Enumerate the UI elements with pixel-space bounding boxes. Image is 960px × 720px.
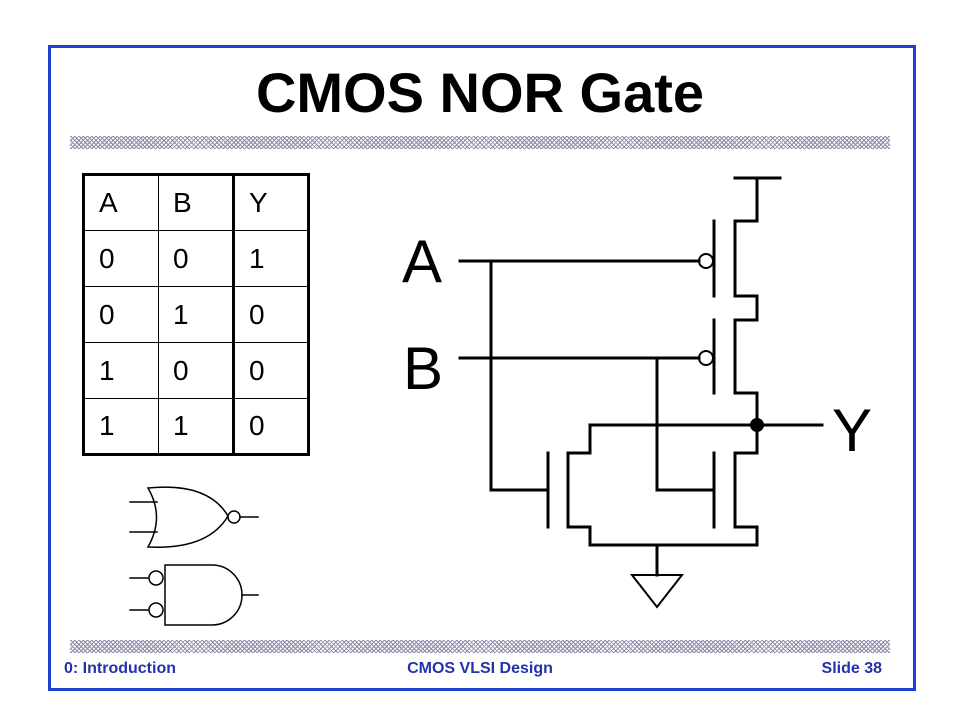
ground-symbol [629, 574, 685, 609]
input-a-label: A [402, 228, 442, 295]
truth-table: A B Y 0 0 1 0 1 0 1 0 0 1 1 0 [82, 173, 310, 456]
slide-title: CMOS NOR Gate [255, 61, 705, 124]
footer-course: CMOS VLSI Design [407, 660, 553, 677]
truth-table-header-y: Y [232, 173, 310, 231]
truth-table-cell: 1 [158, 398, 234, 456]
truth-table-row: 1 0 0 [82, 342, 310, 399]
slide-frame [48, 45, 916, 691]
nor-gate-symbol [129, 486, 259, 548]
truth-table-cell: 0 [232, 398, 310, 456]
footer-chapter: 0: Introduction [64, 660, 176, 677]
truth-table-cell: 1 [232, 230, 310, 287]
and-gate-inverted-inputs-symbol [129, 564, 259, 626]
truth-table-row: 1 1 0 [82, 398, 310, 456]
footer-slide-number: Slide 38 [821, 660, 882, 677]
nmos-transistor-b [712, 451, 759, 529]
truth-table-cell: 0 [232, 286, 310, 343]
nor-schematic [458, 176, 824, 609]
pmos-transistor-b [698, 318, 759, 395]
nmos-transistor-a [546, 423, 592, 529]
truth-table-cell: 0 [232, 342, 310, 399]
truth-table-cell: 1 [82, 342, 159, 399]
truth-table-cell: 0 [158, 230, 234, 287]
truth-table-cell: 0 [82, 286, 159, 343]
truth-table-row: 0 0 1 [82, 230, 310, 287]
truth-table-cell: 0 [158, 342, 234, 399]
truth-table-cell: 1 [82, 398, 159, 456]
bottom-hatched-bar [70, 640, 890, 653]
pmos-transistor-a [698, 219, 759, 298]
truth-table-header-row: A B Y [82, 173, 310, 231]
truth-table-cell: 1 [158, 286, 234, 343]
truth-table-cell: 0 [82, 230, 159, 287]
top-hatched-bar [70, 136, 890, 149]
truth-table-header-b: B [158, 173, 234, 231]
truth-table-row: 0 1 0 [82, 286, 310, 343]
input-b-label: B [403, 335, 443, 402]
output-y-label: Y [832, 397, 872, 464]
truth-table-header-a: A [82, 173, 159, 231]
